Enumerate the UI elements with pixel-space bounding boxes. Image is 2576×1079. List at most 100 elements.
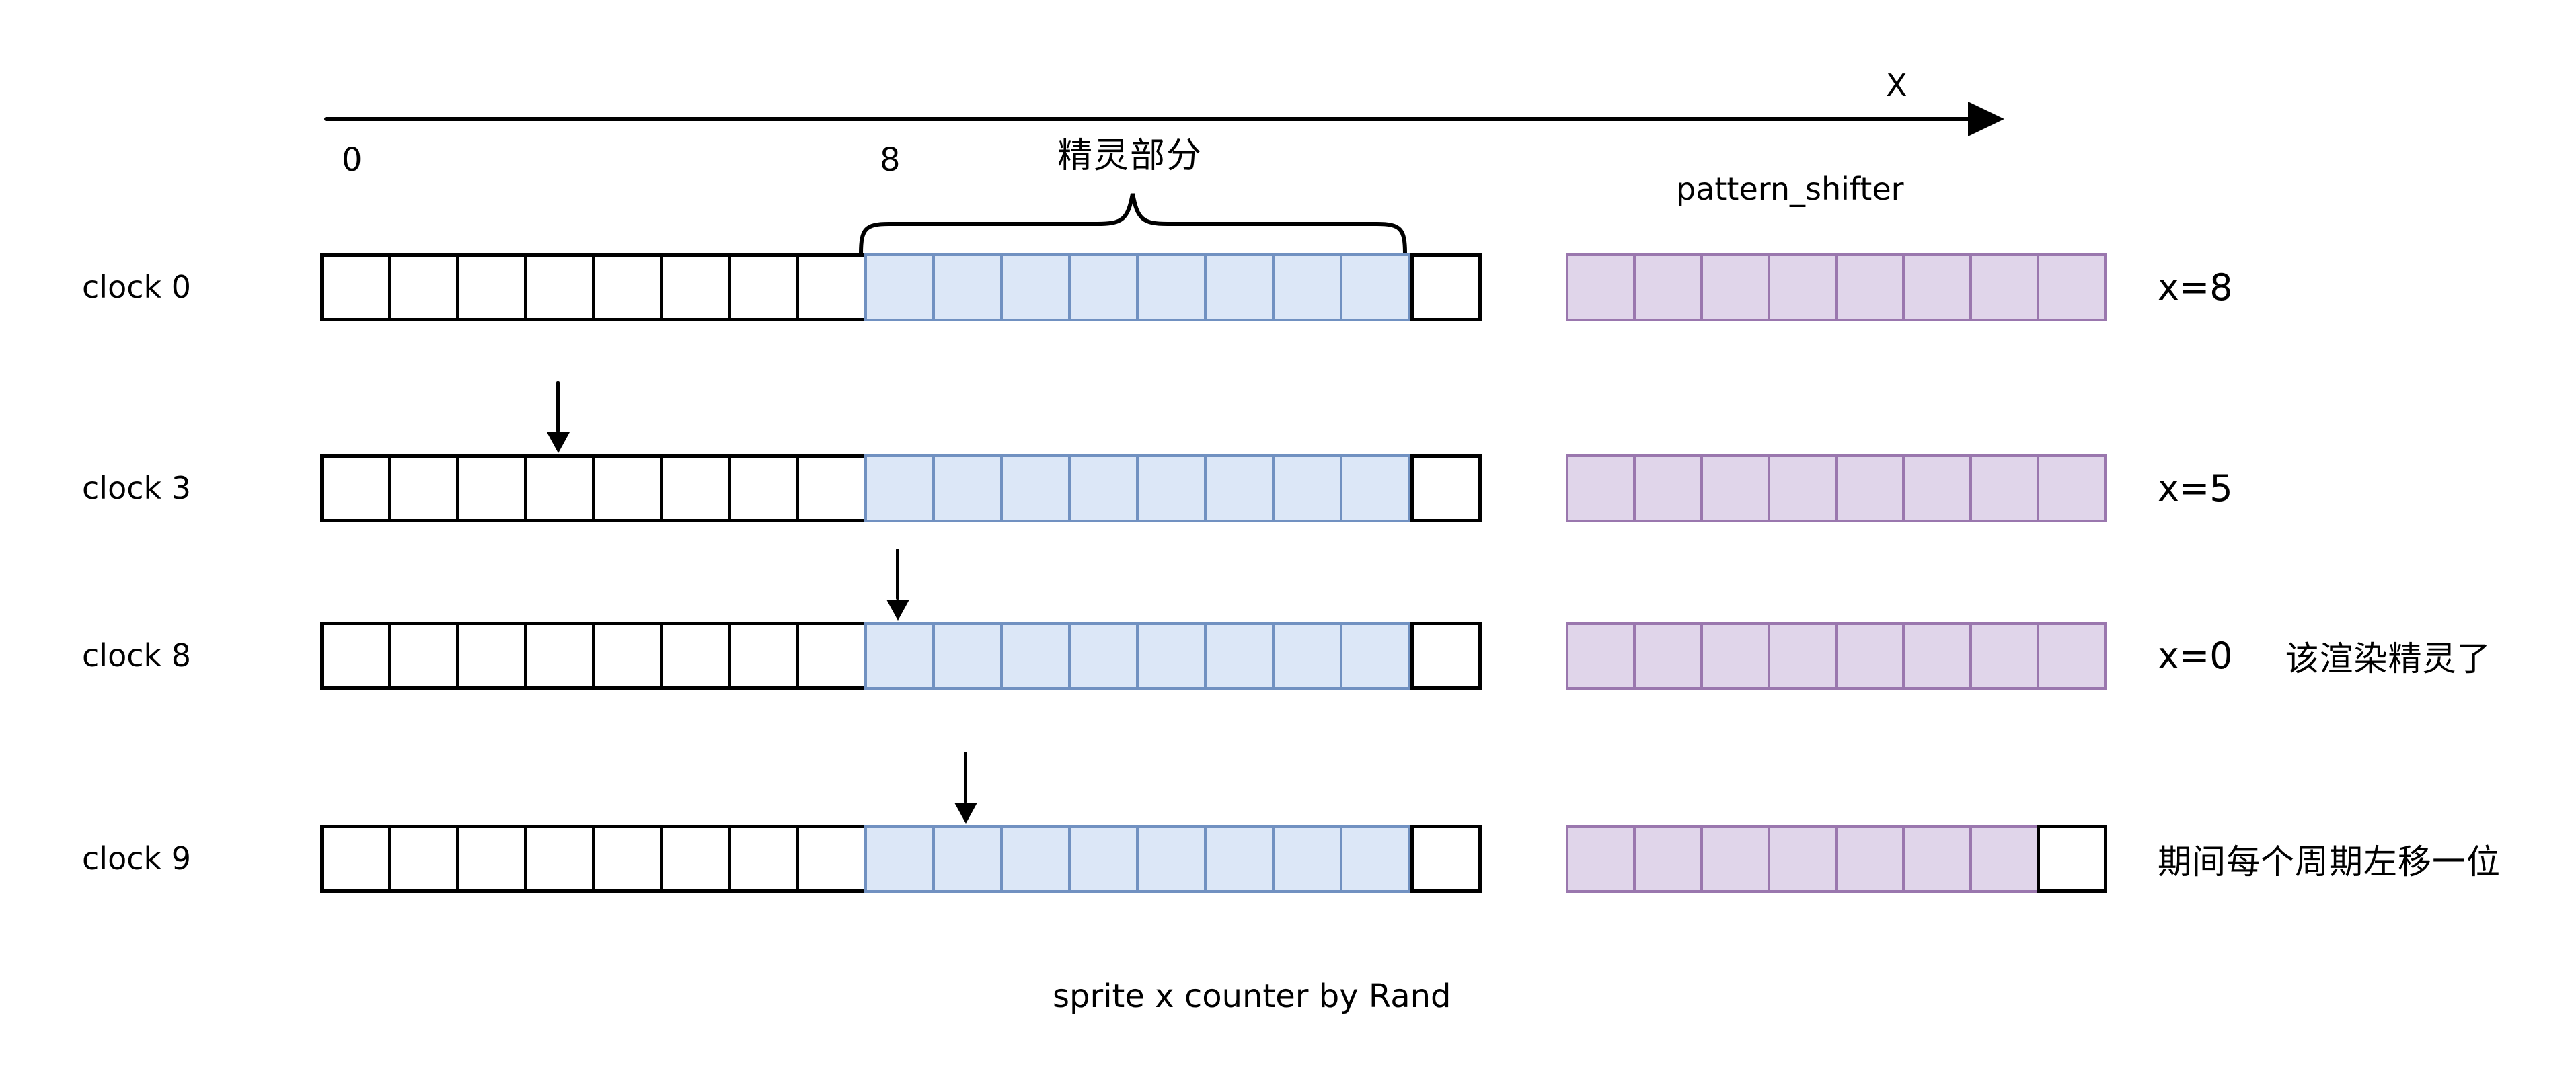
counter-cell [320,622,391,690]
x-axis-arrowhead-icon [1968,102,2004,136]
sprite-cell [864,825,935,893]
shifter-cell [1969,454,2039,522]
counter-cell [524,454,595,522]
row-x-value-label: x=0 [2158,635,2233,677]
pattern-shifter-row [1566,825,2107,893]
counter-cell [796,253,867,321]
clock-row-label: clock 3 [82,470,192,506]
counter-cell [728,825,799,893]
counter-cell [524,825,595,893]
shifter-cell [1633,825,1703,893]
counter-cell [456,622,527,690]
sprite-cell [1136,253,1207,321]
arrow-shaft [964,752,967,803]
row-annotation-group: x=8 [2158,253,2233,321]
sprite-cell [1000,825,1071,893]
sprite-cell [1340,253,1410,321]
arrow-shaft [896,549,899,600]
shifter-cell [1969,253,2039,321]
sprite-x-counter-row [320,454,1482,522]
counter-cell [388,253,459,321]
counter-cell [388,622,459,690]
shifter-cell [1768,825,1838,893]
counter-cell [320,454,391,522]
sprite-cell [1068,253,1139,321]
sprite-cell [1068,454,1139,522]
counter-cell [1410,622,1482,690]
counter-cell [592,454,663,522]
counter-cell [320,825,391,893]
counter-cell [524,253,595,321]
counter-cell [728,253,799,321]
shifter-cell [2037,454,2107,522]
sprite-cell [1204,253,1275,321]
sprite-cell [1136,825,1207,893]
sprite-cell [932,825,1003,893]
pattern-shifter-row [1566,454,2107,522]
scan-position-arrow-icon [546,381,570,453]
arrow-head [886,600,909,621]
counter-cell [592,825,663,893]
sprite-cell [1000,253,1071,321]
scan-position-arrow-icon [886,549,909,621]
row-x-value-label: x=5 [2158,467,2233,510]
sprite-section-label: 精灵部分 [1057,136,1203,176]
counter-cell [796,825,867,893]
shifter-cell [1566,622,1636,690]
shifter-cell [1566,825,1636,893]
axis-tick-zero: 0 [342,141,363,179]
sprite-cell [1272,253,1342,321]
sprite-cell [1068,825,1139,893]
sprite-cell [1204,454,1275,522]
sprite-x-counter-row [320,622,1482,690]
counter-cell [388,454,459,522]
shifter-cell [1902,825,1972,893]
row-note-label: 期间每个周期左移一位 [2158,842,2501,881]
clock-row-label: clock 0 [82,269,192,305]
sprite-cell [1136,454,1207,522]
counter-cell [456,253,527,321]
counter-cell [592,253,663,321]
row-note-label: 该渲染精灵了 [2285,639,2491,678]
sprite-cell [932,622,1003,690]
counter-cell [728,454,799,522]
shifter-cell [1700,253,1770,321]
pattern-shifter-row [1566,622,2107,690]
row-annotation-group: 期间每个周期左移一位 [2158,825,2501,893]
sprite-cell [1272,622,1342,690]
counter-cell [524,622,595,690]
counter-cell [388,825,459,893]
axis-tick-eight: 8 [880,141,901,179]
sprite-cell [1204,825,1275,893]
clock-row-label: clock 8 [82,637,192,674]
counter-cell [660,253,731,321]
counter-cell [728,622,799,690]
shifter-cell [1633,454,1703,522]
sprite-cell [864,622,935,690]
shifter-cell [1633,622,1703,690]
counter-cell [456,454,527,522]
shifter-cell [1835,622,1905,690]
sprite-x-counter-row [320,825,1482,893]
x-axis-line [324,117,1972,121]
clock-row-label: clock 9 [82,840,192,877]
shifter-cell [1768,454,1838,522]
counter-cell [456,825,527,893]
sprite-cell [864,253,935,321]
arrow-head [954,803,977,824]
sprite-cell [1340,825,1410,893]
shifter-cell [1969,622,2039,690]
shifter-cell [1700,622,1770,690]
arrow-shaft [556,381,560,432]
counter-cell [796,622,867,690]
shifter-cell [1768,622,1838,690]
sprite-cell [1340,454,1410,522]
counter-cell [796,454,867,522]
counter-cell [660,454,731,522]
shifter-cell [1700,454,1770,522]
row-annotation-group: x=5 [2158,454,2233,522]
sprite-cell [1068,622,1139,690]
shifter-cell [1768,253,1838,321]
sprite-cell [932,454,1003,522]
